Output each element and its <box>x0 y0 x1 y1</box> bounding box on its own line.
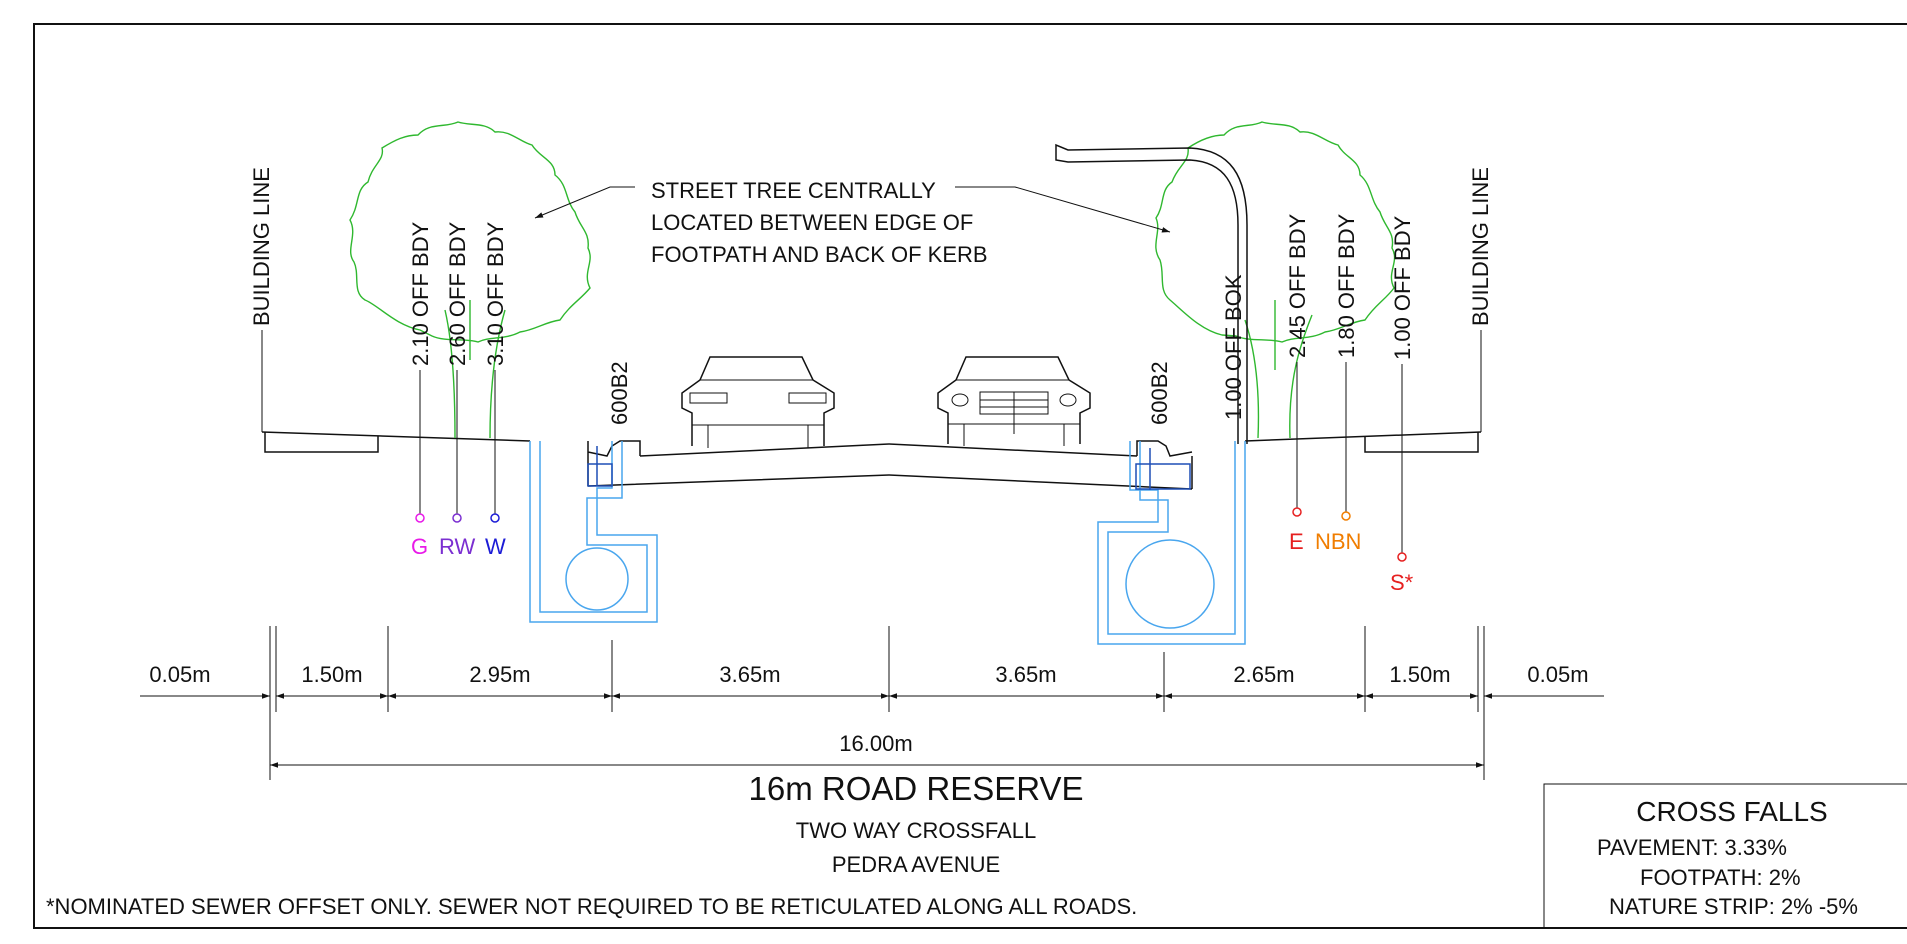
car-right <box>937 356 1091 446</box>
cross-falls-footpath: FOOTPATH: 2% <box>1640 865 1801 890</box>
water-tag: W <box>485 534 506 559</box>
dimension-extension-lines <box>269 626 1485 780</box>
segment-dim-4: 3.65m <box>719 662 780 687</box>
recycled-water-offset-label: 2.60 OFF BDY <box>445 221 470 366</box>
kerb-pit-left: 600B2 <box>529 361 658 623</box>
service-recycled-water: 2.60 OFF BDY RW <box>439 221 475 559</box>
segment-dimensions: 0.05m 1.50m 2.95m 3.65m 3.65m 2.65m 1.50… <box>140 662 1604 699</box>
building-line-right: BUILDING LINE <box>1468 167 1493 432</box>
street-tree-left <box>349 121 591 439</box>
street-tree-note-line-3: FOOTPATH AND BACK OF KERB <box>651 242 988 267</box>
segment-dim-5: 3.65m <box>995 662 1056 687</box>
total-dimension: 16.00m <box>270 731 1484 768</box>
service-gas: 2.10 OFF BDY G <box>408 221 433 559</box>
cross-falls-title: CROSS FALLS <box>1636 796 1827 827</box>
segment-dim-2: 1.50m <box>301 662 362 687</box>
street-tree-note: STREET TREE CENTRALLY LOCATED BETWEEN ED… <box>534 178 1171 267</box>
segment-dim-7: 1.50m <box>1389 662 1450 687</box>
building-line-left-label: BUILDING LINE <box>249 167 274 326</box>
service-sewer: 1.00 OFF BDY S* <box>1390 215 1415 595</box>
nbn-tag: NBN <box>1315 529 1361 554</box>
main-title: 16m ROAD RESERVE <box>749 770 1084 807</box>
street-light <box>1055 143 1248 444</box>
service-water: 3.10 OFF BDY W <box>483 221 508 559</box>
electrical-offset-label: 2.45 OFF BDY <box>1285 213 1310 358</box>
subtitle-street: PEDRA AVENUE <box>832 852 1000 877</box>
cross-falls-box: CROSS FALLS PAVEMENT: 3.33% FOOTPATH: 2%… <box>1543 783 1907 928</box>
cross-falls-nature-strip: NATURE STRIP: 2% -5% <box>1609 894 1858 919</box>
light-offset-label: 1.00 OFF BOK <box>1221 274 1246 420</box>
gas-tag: G <box>411 534 428 559</box>
ground-profile <box>261 431 1482 490</box>
water-offset-label: 3.10 OFF BDY <box>483 221 508 366</box>
footnote: *NOMINATED SEWER OFFSET ONLY. SEWER NOT … <box>46 894 1137 919</box>
drawing-frame <box>33 23 1907 929</box>
street-tree-right <box>1155 121 1396 439</box>
building-line-right-label: BUILDING LINE <box>1468 167 1493 326</box>
cross-falls-pavement: PAVEMENT: 3.33% <box>1597 835 1787 860</box>
subtitle-crossfall: TWO WAY CROSSFALL <box>796 818 1036 843</box>
segment-dim-8: 0.05m <box>1527 662 1588 687</box>
service-nbn: 1.80 OFF BDY NBN <box>1315 213 1361 554</box>
kerb-left-label: 600B2 <box>607 361 632 425</box>
kerb-pit-right: 600B2 <box>1097 361 1246 645</box>
street-tree-note-line-2: LOCATED BETWEEN EDGE OF <box>651 210 973 235</box>
electrical-tag: E <box>1289 529 1304 554</box>
building-line-left: BUILDING LINE <box>249 167 274 432</box>
total-dim-label: 16.00m <box>839 731 912 756</box>
recycled-water-tag: RW <box>439 534 475 559</box>
pavement-base <box>587 474 1193 490</box>
car-left <box>681 356 835 448</box>
kerb-right-label: 600B2 <box>1147 361 1172 425</box>
nbn-offset-label: 1.80 OFF BDY <box>1334 213 1359 358</box>
sewer-offset-label: 1.00 OFF BDY <box>1390 215 1415 360</box>
service-electrical: 2.45 OFF BDY E <box>1285 213 1310 554</box>
segment-dim-1: 0.05m <box>149 662 210 687</box>
sewer-tag: S* <box>1390 570 1414 595</box>
segment-dim-6: 2.65m <box>1233 662 1294 687</box>
segment-dim-3: 2.95m <box>469 662 530 687</box>
street-tree-note-line-1: STREET TREE CENTRALLY <box>651 178 936 203</box>
gas-offset-label: 2.10 OFF BDY <box>408 221 433 366</box>
service-light-offset: 1.00 OFF BOK <box>1221 274 1246 420</box>
pavement-surface <box>639 443 1138 457</box>
